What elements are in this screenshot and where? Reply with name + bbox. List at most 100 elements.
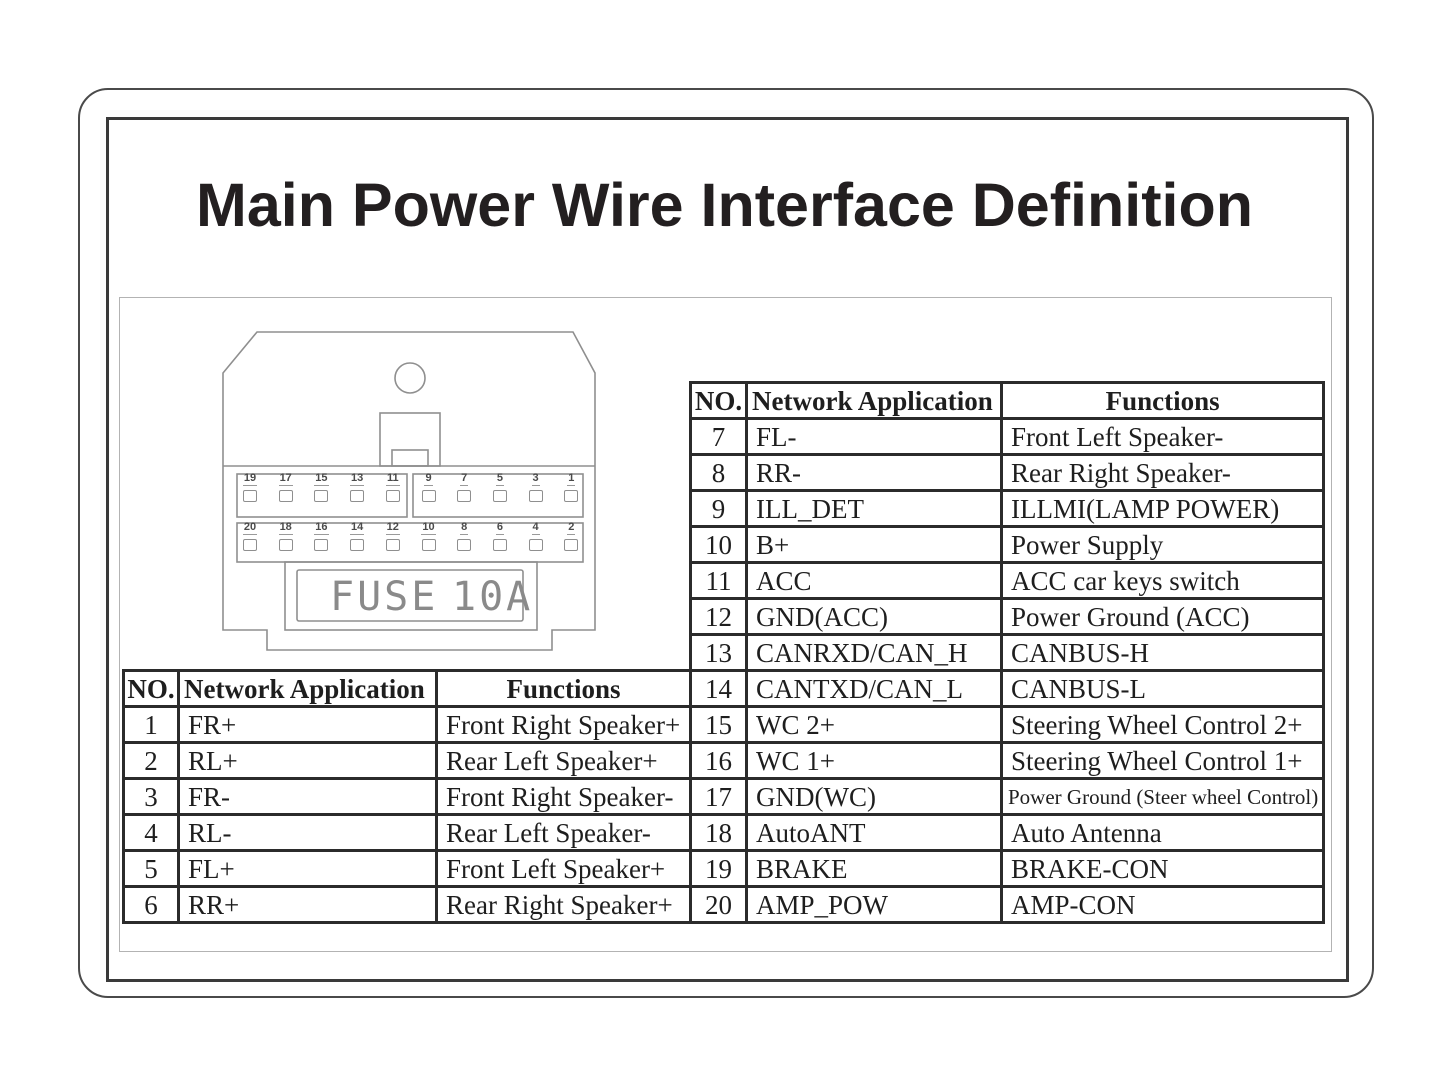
function-cell: Power Ground (ACC): [999, 597, 1326, 636]
pin-17: 17: [273, 473, 299, 502]
outer-border: [78, 88, 1374, 998]
network-application-cell: BRAKE: [745, 849, 1003, 888]
pin-row-box-top-left: [236, 473, 408, 518]
pin-number-label: 3: [531, 472, 540, 486]
column-header: NO.: [689, 381, 748, 420]
pin-hole-icon: [421, 539, 436, 551]
pin-11: 11: [380, 473, 406, 502]
pin-hole-icon: [492, 539, 507, 551]
function-cell: Power Ground (Steer wheel Control): [999, 777, 1326, 816]
network-application-cell: RR-: [745, 453, 1003, 492]
pin-hole-icon: [314, 490, 329, 502]
pin-number-cell: 12: [689, 597, 748, 636]
function-cell: ILLMI(LAMP POWER): [999, 489, 1326, 528]
pin-number-cell: 16: [689, 741, 748, 780]
pin-1: 1: [558, 473, 584, 502]
pin-hole-icon: [528, 539, 543, 551]
pin-number-cell: 20: [689, 885, 748, 924]
pin-hole-icon: [528, 490, 543, 502]
pin-20: 20: [237, 522, 263, 551]
fuse-holder-outer: [284, 561, 538, 631]
pin-hole-icon: [350, 490, 365, 502]
function-cell: Steering Wheel Control 1+: [999, 741, 1326, 780]
pin-10: 10: [416, 522, 442, 551]
pin-number-label: 12: [385, 521, 400, 535]
pin-2: 2: [558, 522, 584, 551]
network-application-cell: ILL_DET: [745, 489, 1003, 528]
pin-hole-icon: [385, 490, 400, 502]
network-application-cell: FL-: [745, 417, 1003, 456]
network-application-cell: B+: [745, 525, 1003, 564]
inner-border: [106, 117, 1349, 982]
function-cell: Rear Left Speaker-: [435, 813, 692, 852]
pin-number-cell: 6: [122, 885, 180, 924]
pin-number-label: 20: [242, 521, 258, 535]
pin-18: 18: [273, 522, 299, 551]
function-cell: CANBUS-L: [999, 669, 1326, 708]
pin-13: 13: [344, 473, 370, 502]
content-area-border: [119, 297, 1332, 952]
pin-hole-icon: [492, 490, 507, 502]
pin-hole-icon: [385, 539, 400, 551]
network-application-cell: FL+: [177, 849, 438, 888]
pin-number-label: 13: [349, 472, 365, 486]
connector-diagram: FUSE 10A: [222, 331, 596, 651]
column-header: Network Application: [177, 669, 438, 708]
function-cell: Front Right Speaker+: [435, 705, 692, 744]
pin-8: 8: [451, 522, 477, 551]
pin-number-label: 1: [567, 472, 576, 486]
pin-number-label: 17: [278, 472, 293, 486]
pin-number-label: 14: [349, 521, 365, 535]
pin-hole-icon: [243, 539, 257, 551]
pin-number-cell: 7: [689, 417, 748, 456]
pin-12: 12: [380, 522, 406, 551]
pin-number-cell: 8: [689, 453, 748, 492]
pin-hole-icon: [564, 539, 579, 551]
pin-number-label: 4: [531, 521, 540, 535]
fuse-amp-label: 10A: [452, 574, 533, 620]
network-application-cell: CANTXD/CAN_L: [745, 669, 1003, 708]
pin-number-label: 11: [385, 472, 400, 486]
function-cell: Front Left Speaker-: [999, 417, 1326, 456]
pin-number-cell: 19: [689, 849, 748, 888]
pin-number-label: 9: [424, 472, 433, 486]
pin-number-label: 10: [421, 521, 436, 535]
pin-number-cell: 1: [122, 705, 180, 744]
pin-7: 7: [451, 473, 477, 502]
pin-number-label: 19: [242, 472, 258, 486]
pin-hole-icon: [421, 490, 436, 502]
function-cell: Auto Antenna: [999, 813, 1326, 852]
network-application-cell: GND(ACC): [745, 597, 1003, 636]
pin-6: 6: [487, 522, 513, 551]
pin-row-box-top-right: [412, 473, 584, 518]
function-cell: CANBUS-H: [999, 633, 1326, 672]
connector-outline: [222, 331, 596, 651]
pin-number-label: 16: [314, 521, 329, 535]
pin-number-cell: 3: [122, 777, 180, 816]
function-cell: Front Right Speaker-: [435, 777, 692, 816]
pin-number-cell: 13: [689, 633, 748, 672]
function-cell: BRAKE-CON: [999, 849, 1326, 888]
network-application-cell: GND(WC): [745, 777, 1003, 816]
pin-hole-icon: [243, 490, 257, 502]
column-header: Functions: [999, 381, 1326, 420]
